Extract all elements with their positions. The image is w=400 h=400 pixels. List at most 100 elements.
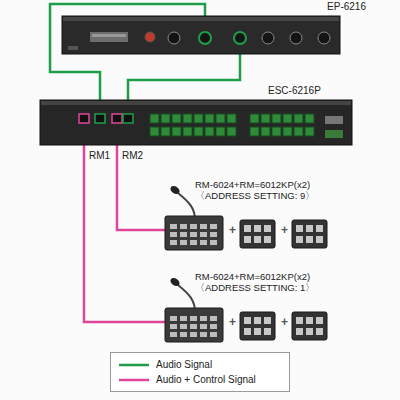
mic-base: [165, 308, 223, 342]
station-key: [200, 332, 207, 337]
remote-mic-station: RM-6024+RM=6012KP(x2)〈ADDRESS SETTING: 9…: [165, 180, 345, 252]
rack-ear: [68, 46, 78, 50]
legend-text: Audio + Control Signal: [156, 374, 256, 385]
keypad: [240, 220, 275, 248]
terminal-block: [205, 114, 214, 123]
port-label: RM2: [121, 150, 144, 162]
terminal-block: [205, 127, 214, 136]
keypad-key: [316, 328, 323, 335]
legend-line-sample: [119, 375, 149, 385]
device-name: ESC-6216P: [268, 85, 321, 97]
keypad: [292, 312, 327, 340]
power-terminal: [325, 130, 343, 138]
station-model: RM-6024+RM=6012KP(x2): [195, 272, 310, 283]
station-key: [180, 232, 187, 237]
mic-head: [169, 184, 181, 195]
keypad-key: [316, 236, 323, 243]
keypad-key: [264, 236, 271, 243]
station-key: [200, 224, 207, 229]
control-cable-line: [84, 145, 165, 322]
xlr-jack: [290, 32, 302, 44]
plus-sign: +: [228, 316, 237, 330]
terminal-block: [150, 127, 159, 136]
keypad-key: [306, 225, 313, 232]
control-cable: [117, 145, 165, 230]
keypad-key: [296, 328, 303, 335]
terminal-block: [283, 114, 292, 123]
station-key: [180, 332, 187, 337]
terminal-block: [283, 127, 292, 136]
legend-line: [119, 378, 149, 381]
station-model: RM-6024+RM=6012KP(x2): [195, 180, 310, 191]
remote-mic-station: RM-6024+RM=6012KP(x2)〈ADDRESS SETTING: 1…: [165, 272, 345, 344]
station-key: [190, 224, 197, 229]
audio-cable-line: [128, 54, 240, 100]
station-key: [210, 324, 217, 329]
terminal-block: [194, 127, 203, 136]
station-key: [210, 316, 217, 321]
keypad-key: [254, 225, 261, 232]
terminal-block: [272, 114, 281, 123]
terminal-block: [183, 114, 192, 123]
station-key: [210, 332, 217, 337]
station-key: [170, 224, 177, 229]
rj45-port: [112, 114, 122, 123]
rj45-port: [123, 114, 133, 123]
xlr-jack: [262, 32, 274, 44]
keypad-key: [244, 317, 251, 324]
terminal-block: [183, 127, 192, 136]
station-key: [200, 316, 207, 321]
station-key: [210, 240, 217, 245]
legend-row: Audio + Control Signal: [119, 372, 281, 387]
mixer-device: EP-6216: [62, 16, 340, 54]
station-key: [190, 316, 197, 321]
station-key: [190, 324, 197, 329]
terminal-block: [194, 114, 203, 123]
keypad-key: [264, 225, 271, 232]
keypad-key: [296, 317, 303, 324]
station-key: [190, 332, 197, 337]
xlr-jack: [199, 32, 211, 44]
keypad-key: [316, 317, 323, 324]
mic-head: [169, 276, 181, 287]
keypad-key: [296, 225, 303, 232]
address-setting: 〈ADDRESS SETTING: 9〉: [195, 191, 315, 202]
keypad-key: [264, 328, 271, 335]
terminal-block: [90, 32, 128, 42]
keypad-key: [264, 317, 271, 324]
station-key: [210, 224, 217, 229]
keypad-key: [254, 317, 261, 324]
audio-cable: [128, 54, 240, 100]
plus-sign: +: [280, 224, 289, 238]
terminal-block: [305, 114, 314, 123]
terminal-block: [216, 114, 225, 123]
port-label: RM1: [88, 150, 111, 162]
terminal-block: [161, 127, 170, 136]
terminal-block: [227, 114, 236, 123]
device-body: [62, 16, 340, 54]
station-key: [180, 316, 187, 321]
device-edge: [63, 17, 339, 21]
terminal-block: [172, 114, 181, 123]
keypad-key: [254, 236, 261, 243]
terminal-block: [272, 127, 281, 136]
mic-base: [165, 216, 223, 250]
station-key: [200, 324, 207, 329]
terminal-block: [261, 114, 270, 123]
station-key: [200, 232, 207, 237]
keypad-key: [316, 225, 323, 232]
legend-row: Audio Signal: [119, 357, 281, 372]
controller-device-art: [40, 100, 352, 145]
rj45-port: [95, 114, 105, 123]
terminal-block: [227, 127, 236, 136]
control-cable: [84, 145, 165, 322]
address-setting: 〈ADDRESS SETTING: 1〉: [195, 283, 315, 294]
legend-line: [119, 363, 149, 366]
legend-text: Audio Signal: [156, 359, 212, 370]
keypad-key: [296, 236, 303, 243]
keypad-key: [306, 317, 313, 324]
legend-box: Audio SignalAudio + Control Signal: [110, 352, 290, 392]
station-key: [180, 224, 187, 229]
terminal-block: [172, 127, 181, 136]
